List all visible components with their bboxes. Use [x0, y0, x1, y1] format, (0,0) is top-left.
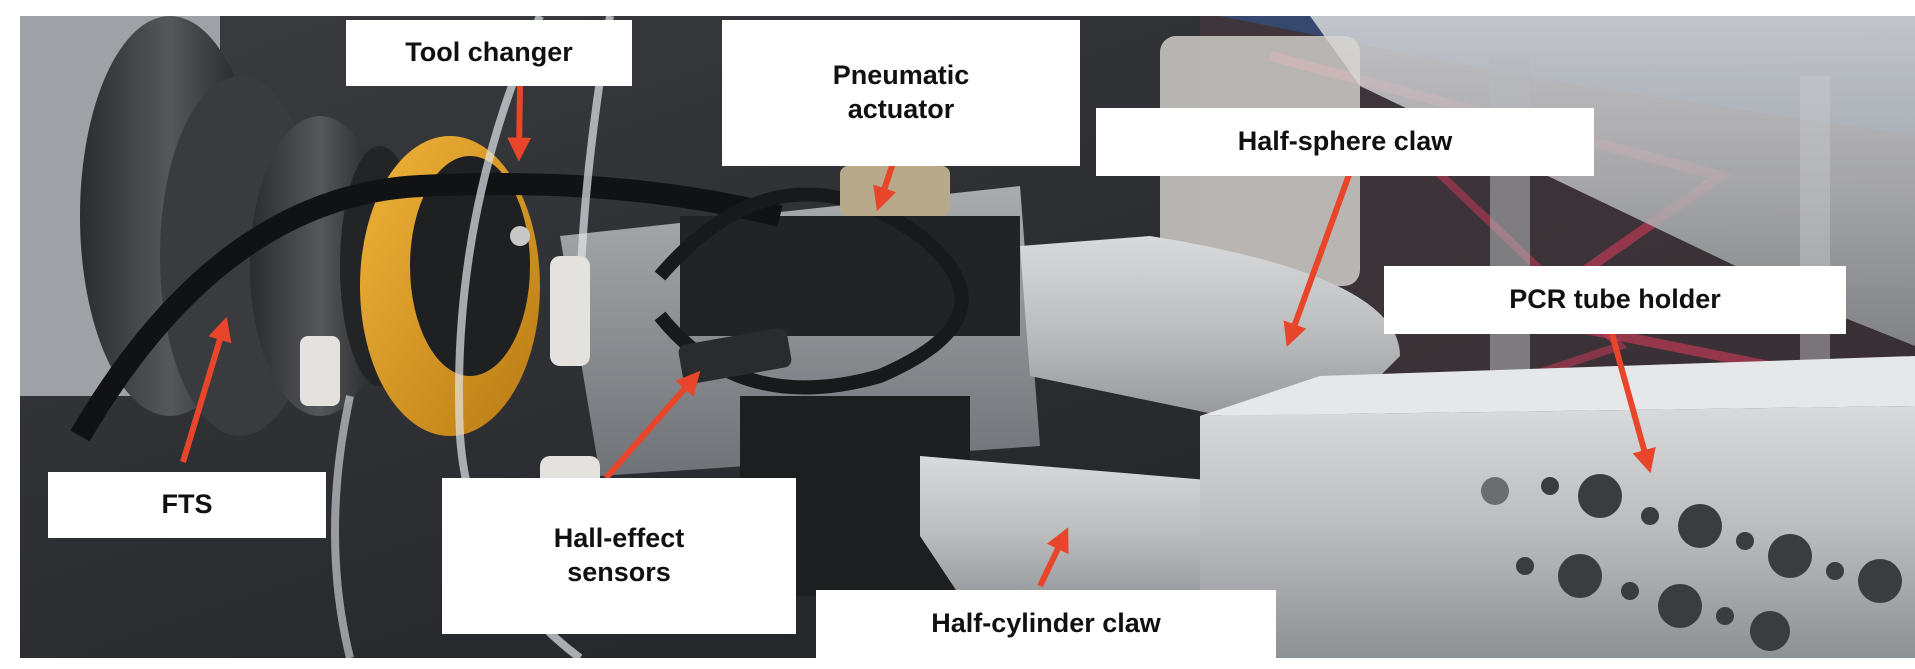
pneumatic-actuator-label: Pneumatic actuator: [722, 20, 1080, 166]
half-sphere-claw-label: Half-sphere claw: [1096, 108, 1594, 176]
half-cylinder-claw-label: Half-cylinder claw: [816, 590, 1276, 658]
fts-label: FTS: [48, 472, 326, 538]
robot-gripper-photo: [20, 16, 1915, 658]
pcr-tube-holder-label: PCR tube holder: [1384, 266, 1846, 334]
tool-changer-label: Tool changer: [346, 20, 632, 86]
gripper-scene-illustration: [20, 16, 1915, 658]
hall-effect-sensors-label: Hall-effect sensors: [442, 478, 796, 634]
